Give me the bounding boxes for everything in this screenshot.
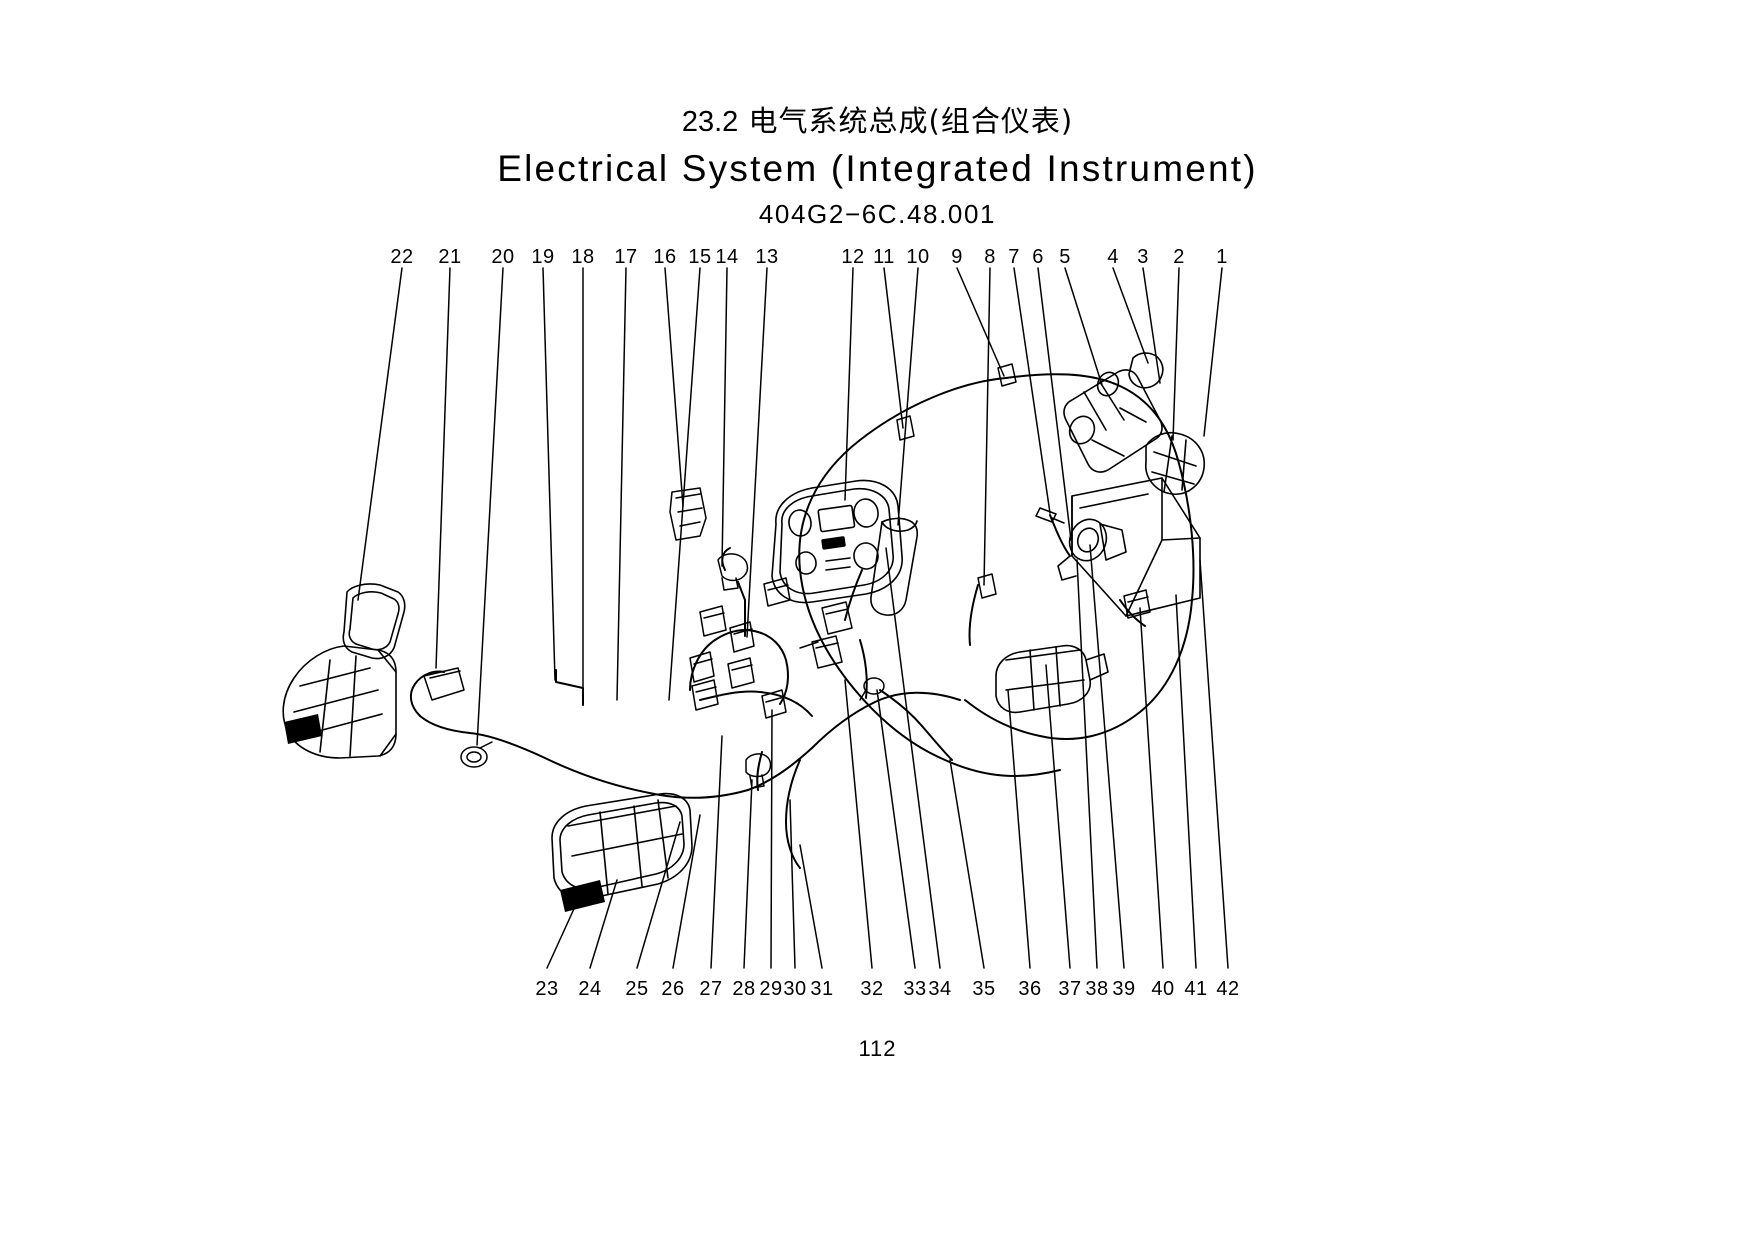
wiring-harness xyxy=(409,373,1195,869)
callout-3: 3 xyxy=(1137,246,1149,268)
callout-13: 13 xyxy=(755,246,779,268)
callout-32: 32 xyxy=(860,978,884,1000)
section-number: 23.2 xyxy=(681,106,739,138)
callout-14: 14 xyxy=(715,246,739,268)
callout-36: 36 xyxy=(1018,978,1042,1000)
callout-10: 10 xyxy=(906,246,930,268)
connector-cluster xyxy=(423,363,1151,789)
switch-module-lower-right xyxy=(995,644,1109,714)
title-chinese: 23.2 电气系统总成(组合仪表) xyxy=(0,104,1755,139)
callout-24: 24 xyxy=(578,978,602,1000)
callout-9: 9 xyxy=(951,246,963,268)
callout-30: 30 xyxy=(783,978,807,1000)
title-english: Electrical System (Integrated Instrument… xyxy=(497,148,1258,190)
callout-37: 37 xyxy=(1058,978,1082,1000)
leader-lines-top xyxy=(357,267,1223,746)
callout-11: 11 xyxy=(873,246,895,268)
callout-5: 5 xyxy=(1059,246,1071,268)
lower-lamp-bulb-marker xyxy=(560,880,605,912)
callout-39: 39 xyxy=(1112,978,1136,1000)
callout-15: 15 xyxy=(688,246,712,268)
callout-20: 20 xyxy=(491,246,515,268)
callout-19: 19 xyxy=(531,246,555,268)
callout-35: 35 xyxy=(972,978,996,1000)
right-component-block xyxy=(1063,352,1205,495)
title-block: 23.2 电气系统总成(组合仪表) Electrical System (Int… xyxy=(0,104,1755,230)
callout-29: 29 xyxy=(759,978,783,1000)
callout-4: 4 xyxy=(1107,246,1119,268)
callout-21: 21 xyxy=(438,246,462,268)
callout-17: 17 xyxy=(614,246,638,268)
callout-6: 6 xyxy=(1032,246,1044,268)
battery-box xyxy=(1071,477,1201,617)
callout-28: 28 xyxy=(732,978,756,1000)
callout-31: 31 xyxy=(810,978,834,1000)
callout-42: 42 xyxy=(1216,978,1240,1000)
left-headlamp-assembly xyxy=(282,583,406,759)
alternator-assembly xyxy=(1057,518,1127,581)
callout-23: 23 xyxy=(535,978,559,1000)
callout-8: 8 xyxy=(984,246,996,268)
callout-34: 34 xyxy=(928,978,952,1000)
leader-lines-bottom xyxy=(546,544,1229,969)
lower-headlamp-assembly xyxy=(551,792,693,900)
callout-25: 25 xyxy=(625,978,649,1000)
callout-26: 26 xyxy=(661,978,685,1000)
part-number: 404G2−6C.48.001 xyxy=(758,199,997,230)
callout-16: 16 xyxy=(653,246,677,268)
callout-1: 1 xyxy=(1216,246,1228,268)
left-lamp-bulb-marker xyxy=(284,714,322,744)
steering-column-shroud xyxy=(870,517,919,616)
callout-22: 22 xyxy=(390,246,414,268)
callout-7: 7 xyxy=(1008,246,1020,268)
callout-40: 40 xyxy=(1151,978,1175,1000)
callout-33: 33 xyxy=(903,978,927,1000)
callout-27: 27 xyxy=(699,978,723,1000)
title-chinese-text: 电气系统总成(组合仪表) xyxy=(748,104,1074,138)
page-number: 112 xyxy=(858,1036,897,1061)
callout-38: 38 xyxy=(1085,978,1109,1000)
instrument-cluster xyxy=(771,479,903,604)
callout-12: 12 xyxy=(841,246,865,268)
callout-2: 2 xyxy=(1173,246,1185,268)
callout-18: 18 xyxy=(571,246,595,268)
callout-41: 41 xyxy=(1184,978,1208,1000)
